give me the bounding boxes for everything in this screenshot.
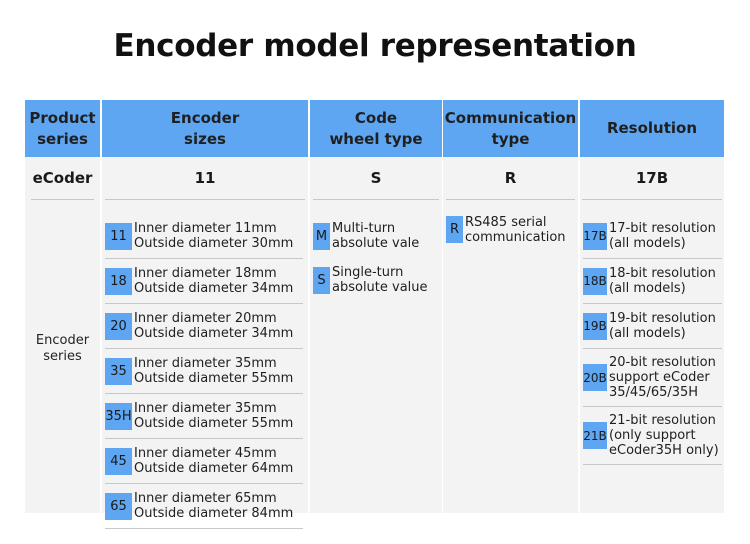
product-series-header: Product series xyxy=(25,100,100,157)
encoder-size-item-code: 18 xyxy=(105,267,132,295)
encoder-size-value: 11 xyxy=(105,157,305,200)
code-wheel-value: S xyxy=(313,157,439,200)
resolution-item-code: 18B xyxy=(583,267,607,295)
product-series-column: Product series eCoder Encoder series xyxy=(25,100,100,513)
series-label: Encoder series xyxy=(35,333,90,364)
code-wheel-item-code: S xyxy=(313,266,330,294)
encoder-size-item-code: 45 xyxy=(105,447,132,475)
encoder-size-item-code: 35 xyxy=(105,357,132,385)
communication-item-code: R xyxy=(446,216,463,243)
encoder-size-item-code: 11 xyxy=(105,222,132,250)
resolution-item-code: 17B xyxy=(583,222,607,250)
product-series-value: eCoder xyxy=(31,157,94,200)
resolution-item-code: 19B xyxy=(583,312,607,340)
communication-header: Communication type xyxy=(443,100,578,157)
resolution-item-description: 19-bit resolution(all models) xyxy=(609,311,716,341)
resolution-item-description: 18-bit resolution(all models) xyxy=(609,266,716,296)
encoder-size-item-code: 65 xyxy=(105,492,132,520)
resolution-item-code: 21B xyxy=(583,422,607,449)
encoder-size-item-code: 35H xyxy=(105,402,132,430)
code-wheel-header: Code wheel type xyxy=(310,100,442,157)
code-wheel-item-code: M xyxy=(313,222,330,250)
resolution-value: 17B xyxy=(582,157,722,200)
page-title: Encoder model representation xyxy=(113,28,637,64)
encoder-sizes-header: Encoder sizes xyxy=(102,100,308,157)
resolution-item-description: 17-bit resolution(all models) xyxy=(609,221,716,251)
resolution-item-code: 20B xyxy=(583,364,607,391)
encoder-size-item-code: 20 xyxy=(105,312,132,340)
resolution-header: Resolution xyxy=(580,100,724,157)
communication-value: R xyxy=(446,157,575,200)
